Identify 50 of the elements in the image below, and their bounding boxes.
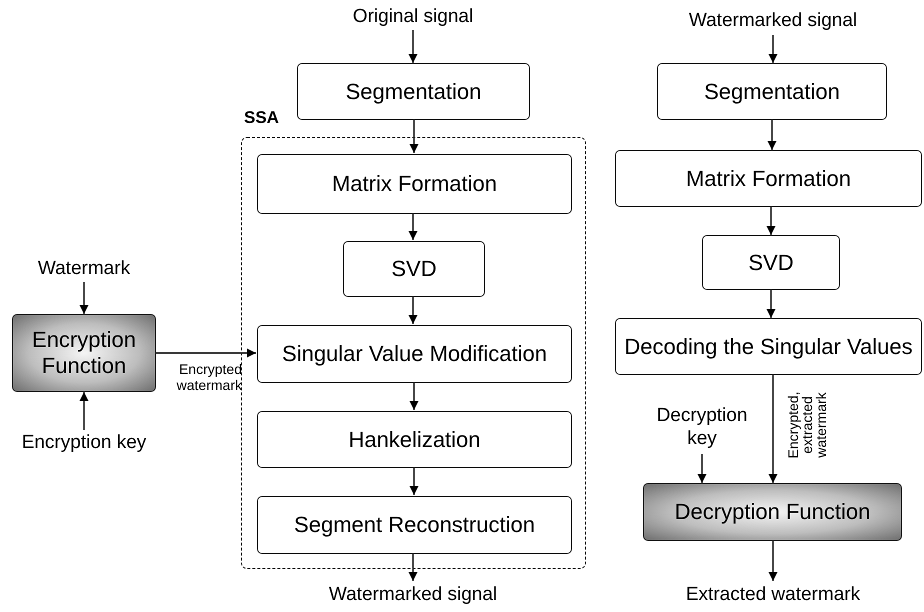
arrow xyxy=(408,296,418,324)
arrow xyxy=(408,30,418,63)
group-title: SSA xyxy=(244,108,279,128)
signal-label: Encryption key xyxy=(4,430,164,456)
signal-label: Original signal xyxy=(333,4,493,30)
arrow xyxy=(80,392,88,430)
process-box xyxy=(297,63,530,120)
process-box xyxy=(257,496,572,554)
box-text: Segment Reconstruction xyxy=(294,512,535,538)
arrow xyxy=(766,290,776,318)
arrow xyxy=(80,282,88,314)
process-box xyxy=(343,241,485,297)
box-text: SVD xyxy=(748,250,794,276)
signal-label: Watermark xyxy=(24,256,144,282)
signal-label: Extracted watermark xyxy=(678,581,868,609)
box-text: Hankelization xyxy=(348,426,481,452)
signal-label: Watermarked signal xyxy=(683,7,863,35)
arrow xyxy=(766,207,776,235)
process-box xyxy=(257,411,572,468)
function-box xyxy=(643,483,902,541)
arrow xyxy=(410,120,418,153)
process-box xyxy=(702,235,840,290)
arrow xyxy=(408,213,418,240)
process-box xyxy=(615,318,922,375)
edge-label: Encrypted watermark xyxy=(176,361,242,394)
box-text: Singular Value Modification xyxy=(282,341,547,367)
arrow xyxy=(768,120,776,150)
arrow xyxy=(156,348,256,358)
arrow xyxy=(768,35,778,63)
process-box xyxy=(257,325,572,383)
arrow xyxy=(410,382,418,410)
process-box xyxy=(257,154,572,214)
arrow xyxy=(768,541,778,581)
process-box xyxy=(615,150,922,207)
box-text: Segmentation xyxy=(346,78,482,104)
box-text: Decryption Function xyxy=(674,499,870,525)
box-text: Encryption Function xyxy=(31,327,137,379)
box-text: Segmentation xyxy=(704,78,840,104)
arrow xyxy=(768,375,778,483)
arrow xyxy=(698,454,706,483)
arrow xyxy=(410,467,418,495)
box-text: Matrix Formation xyxy=(686,166,852,192)
box-text: SVD xyxy=(391,256,437,282)
function-box xyxy=(12,314,156,392)
signal-label: Decryption key xyxy=(645,402,759,454)
box-text: Decoding the Singular Values xyxy=(624,334,913,360)
process-box xyxy=(657,63,887,120)
arrow xyxy=(408,553,418,581)
box-text: Matrix Formation xyxy=(332,171,498,197)
signal-label: Watermarked signal xyxy=(323,581,503,609)
